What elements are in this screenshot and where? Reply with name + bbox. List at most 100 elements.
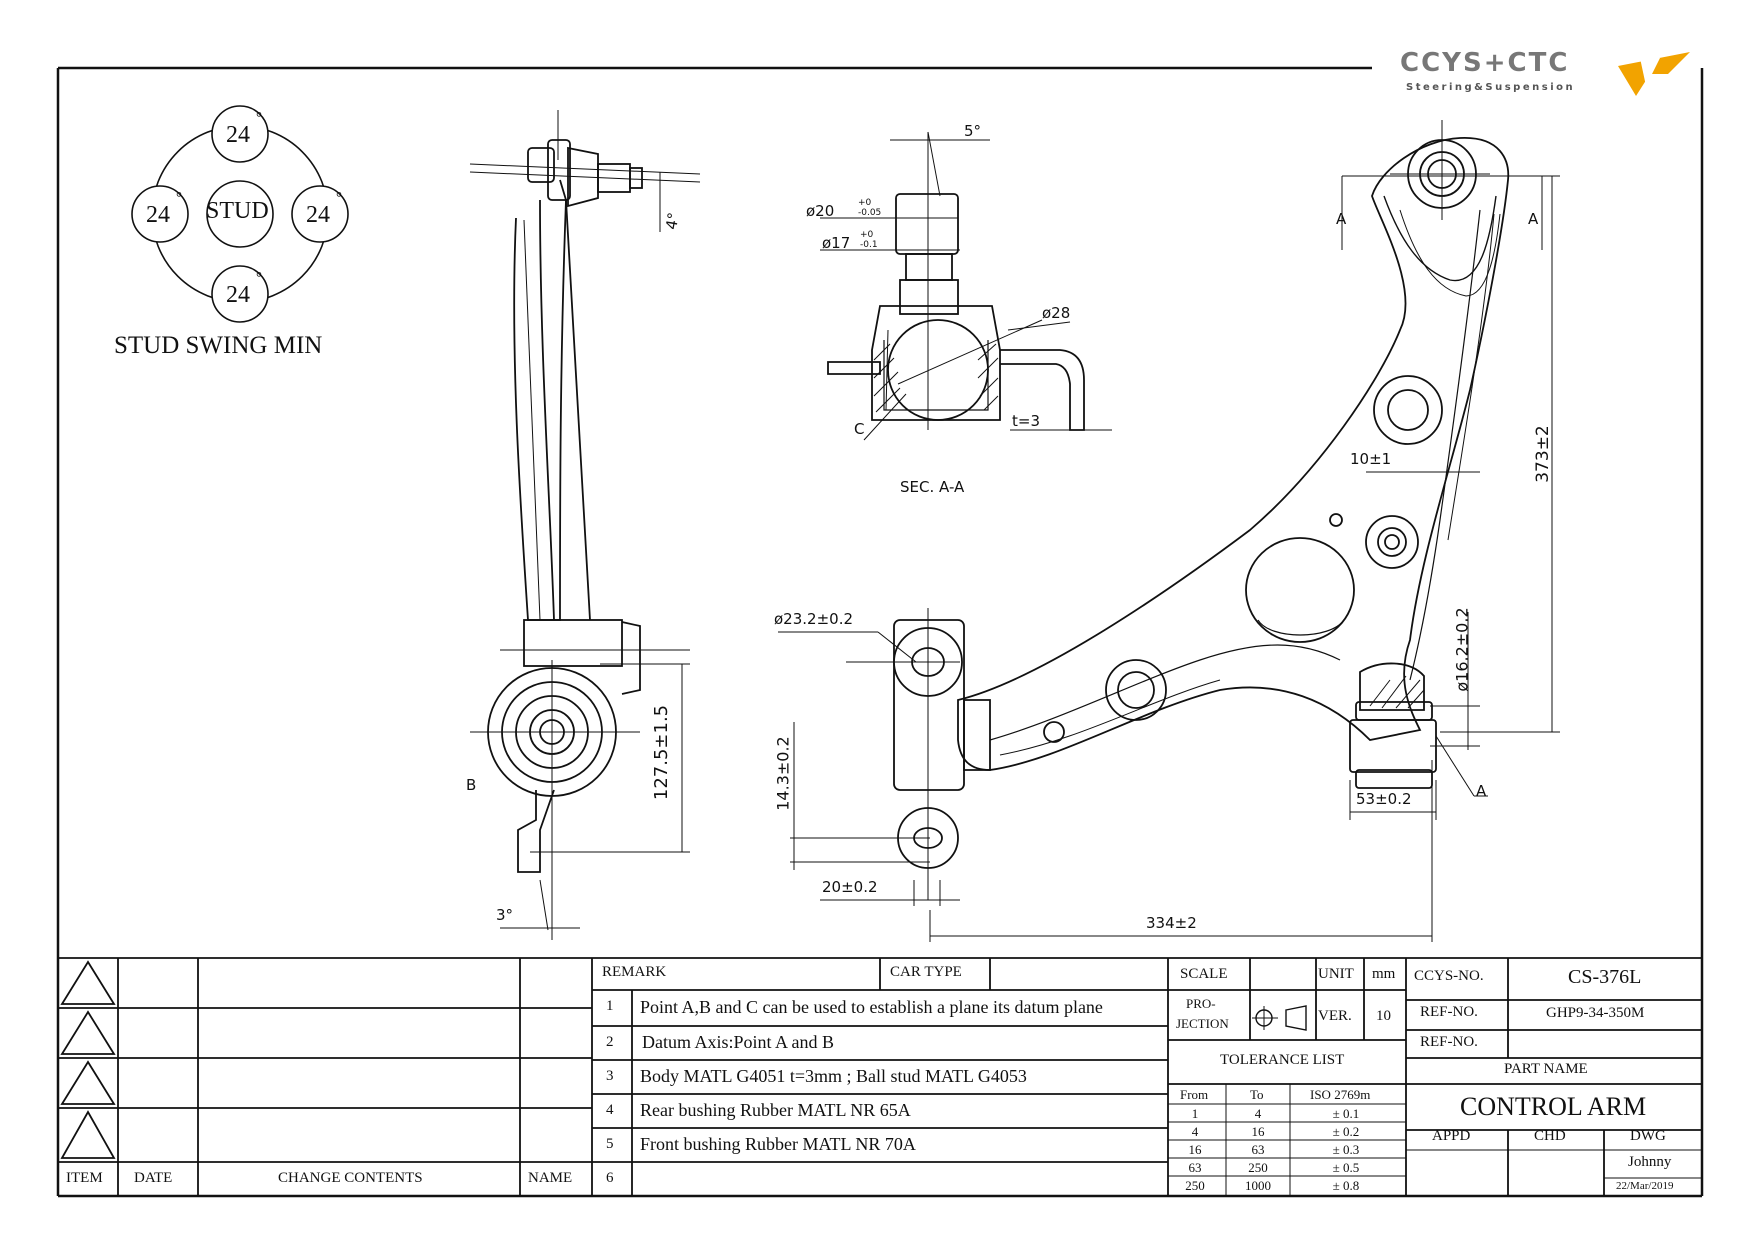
side-view-bottom-angle: 3° <box>496 906 514 924</box>
scale-label: SCALE <box>1180 966 1228 982</box>
datum-point-b: B <box>466 776 477 794</box>
tol-header-from: From <box>1180 1087 1209 1102</box>
section-mark-left: A <box>1336 210 1347 228</box>
dim-14-3: 14.3±0.2 <box>773 736 793 811</box>
remark-text-3: Body MATL G4051 t=3mm ; Ball stud MATL G… <box>640 1066 1027 1086</box>
dim-d16-2: ø16.2±0.2 <box>1452 607 1472 692</box>
stud-swing-right-value: 24 <box>306 202 330 228</box>
plan-view <box>778 120 1560 942</box>
brand-logo: CCYS+CTC Steering&Suspension <box>1400 48 1700 102</box>
tolerance-title: TOLERANCE LIST <box>1220 1052 1345 1068</box>
chd-label: CHD <box>1534 1128 1566 1144</box>
rev-header-name: NAME <box>528 1170 573 1186</box>
dim-10: 10±1 <box>1350 450 1392 468</box>
side-view <box>469 110 701 940</box>
remark-no-1: 1 <box>606 998 614 1014</box>
remark-no-4: 4 <box>606 1102 614 1118</box>
degree-mark-bottom: ° <box>256 270 262 286</box>
drawing-date: 22/Mar/2019 <box>1616 1180 1674 1192</box>
remark-text-2: Datum Axis:Point A and B <box>642 1032 835 1052</box>
remark-no-2: 2 <box>606 1034 614 1050</box>
stud-center-label: STUD <box>206 198 269 224</box>
tol-row-4-from: 63 <box>1188 1160 1202 1175</box>
tol-row-1-from: 1 <box>1191 1106 1199 1121</box>
remark-text-5: Front bushing Rubber MATL NR 70A <box>640 1134 916 1154</box>
stud-swing-bottom-value: 24 <box>226 282 250 308</box>
tol-row-1-to: 4 <box>1254 1106 1262 1121</box>
section-d20-tol-lower: -0.05 <box>858 208 882 218</box>
tol-row-5-value: ± 0.8 <box>1332 1178 1360 1193</box>
stud-swing-left-value: 24 <box>146 202 170 228</box>
tol-row-1-value: ± 0.1 <box>1332 1106 1360 1121</box>
dim-334: 334±2 <box>1146 914 1197 932</box>
ref-no-label: REF-NO. <box>1420 1004 1478 1020</box>
section-thickness: t=3 <box>1012 412 1040 430</box>
tol-row-3-value: ± 0.3 <box>1332 1142 1360 1157</box>
brand-name: CCYS+CTC <box>1400 48 1570 78</box>
ccys-no-label: CCYS-NO. <box>1414 968 1484 984</box>
unit-value: mm <box>1372 966 1396 982</box>
remark-no-5: 5 <box>606 1136 614 1152</box>
remark-no-6: 6 <box>606 1170 614 1186</box>
remark-text-4: Rear bushing Rubber MATL NR 65A <box>640 1100 911 1120</box>
dim-53: 53±0.2 <box>1356 790 1412 808</box>
stud-swing-diagram <box>131 105 349 323</box>
appd-label: APPD <box>1432 1128 1471 1144</box>
dim-20: 20±0.2 <box>822 878 878 896</box>
unit-label: UNIT <box>1318 966 1354 982</box>
part-name-value: CONTROL ARM <box>1460 1092 1647 1121</box>
degree-mark-top: ° <box>256 110 262 126</box>
tol-row-2-to: 16 <box>1251 1124 1265 1139</box>
section-d17-tol-upper: +0 <box>860 230 874 240</box>
ver-value: 10 <box>1376 1008 1391 1024</box>
tol-row-4-to: 250 <box>1248 1160 1268 1175</box>
projection-label-1: PRO- <box>1186 996 1216 1011</box>
tol-row-2-from: 4 <box>1191 1124 1199 1139</box>
rev-header-item: ITEM <box>66 1170 103 1186</box>
tol-header-iso: ISO 2769m <box>1310 1087 1371 1102</box>
stud-swing-caption: STUD SWING MIN <box>114 332 323 359</box>
brand-tagline: Steering&Suspension <box>1406 82 1576 93</box>
logo-mark <box>1618 52 1690 96</box>
tol-row-3-to: 63 <box>1251 1142 1265 1157</box>
datum-point-c: C <box>854 420 865 438</box>
remark-header: REMARK <box>602 964 667 980</box>
part-name-label: PART NAME <box>1504 1061 1588 1077</box>
dim-127-5: 127.5±1.5 <box>651 704 673 801</box>
remark-text-1: Point A,B and C can be used to establish… <box>640 997 1103 1017</box>
section-d20: ø20 <box>806 202 835 220</box>
degree-mark-left: ° <box>176 190 182 206</box>
section-mark-right: A <box>1528 210 1539 228</box>
section-d17-tol-lower: -0.1 <box>860 240 878 250</box>
tol-row-3-from: 16 <box>1188 1142 1202 1157</box>
remark-no-3: 3 <box>606 1068 614 1084</box>
section-d20-tol-upper: +0 <box>858 198 872 208</box>
side-view-top-angle: 4° <box>662 211 683 231</box>
section-d17: ø17 <box>822 234 851 252</box>
section-angle: 5° <box>964 122 982 140</box>
ref-no2-label: REF-NO. <box>1420 1034 1478 1050</box>
ref-no-value: GHP9-34-350M <box>1546 1005 1645 1021</box>
section-a-a <box>820 131 1112 441</box>
car-type-label: CAR TYPE <box>890 964 962 980</box>
tol-row-2-value: ± 0.2 <box>1332 1124 1360 1139</box>
projection-label-2: JECTION <box>1176 1016 1229 1031</box>
rev-header-date: DATE <box>134 1170 173 1186</box>
stud-swing-top-value: 24 <box>226 122 250 148</box>
tol-row-5-from: 250 <box>1185 1178 1205 1193</box>
dwg-label: DWG <box>1630 1128 1666 1144</box>
ccys-no-value: CS-376L <box>1568 966 1642 988</box>
dim-373: 373±2 <box>1532 425 1553 483</box>
tol-header-to: To <box>1250 1087 1264 1102</box>
ver-label: VER. <box>1318 1008 1352 1024</box>
title-block <box>58 957 1702 1196</box>
tol-row-5-to: 1000 <box>1245 1178 1271 1193</box>
datum-point-a: A <box>1476 782 1487 800</box>
section-d28: ø28 <box>1042 304 1071 322</box>
rev-header-change: CHANGE CONTENTS <box>278 1170 423 1186</box>
drawer-name: Johnny <box>1628 1154 1672 1170</box>
tol-row-4-value: ± 0.5 <box>1332 1160 1360 1175</box>
dim-d23-2: ø23.2±0.2 <box>774 610 853 628</box>
degree-mark-right: ° <box>336 190 342 206</box>
